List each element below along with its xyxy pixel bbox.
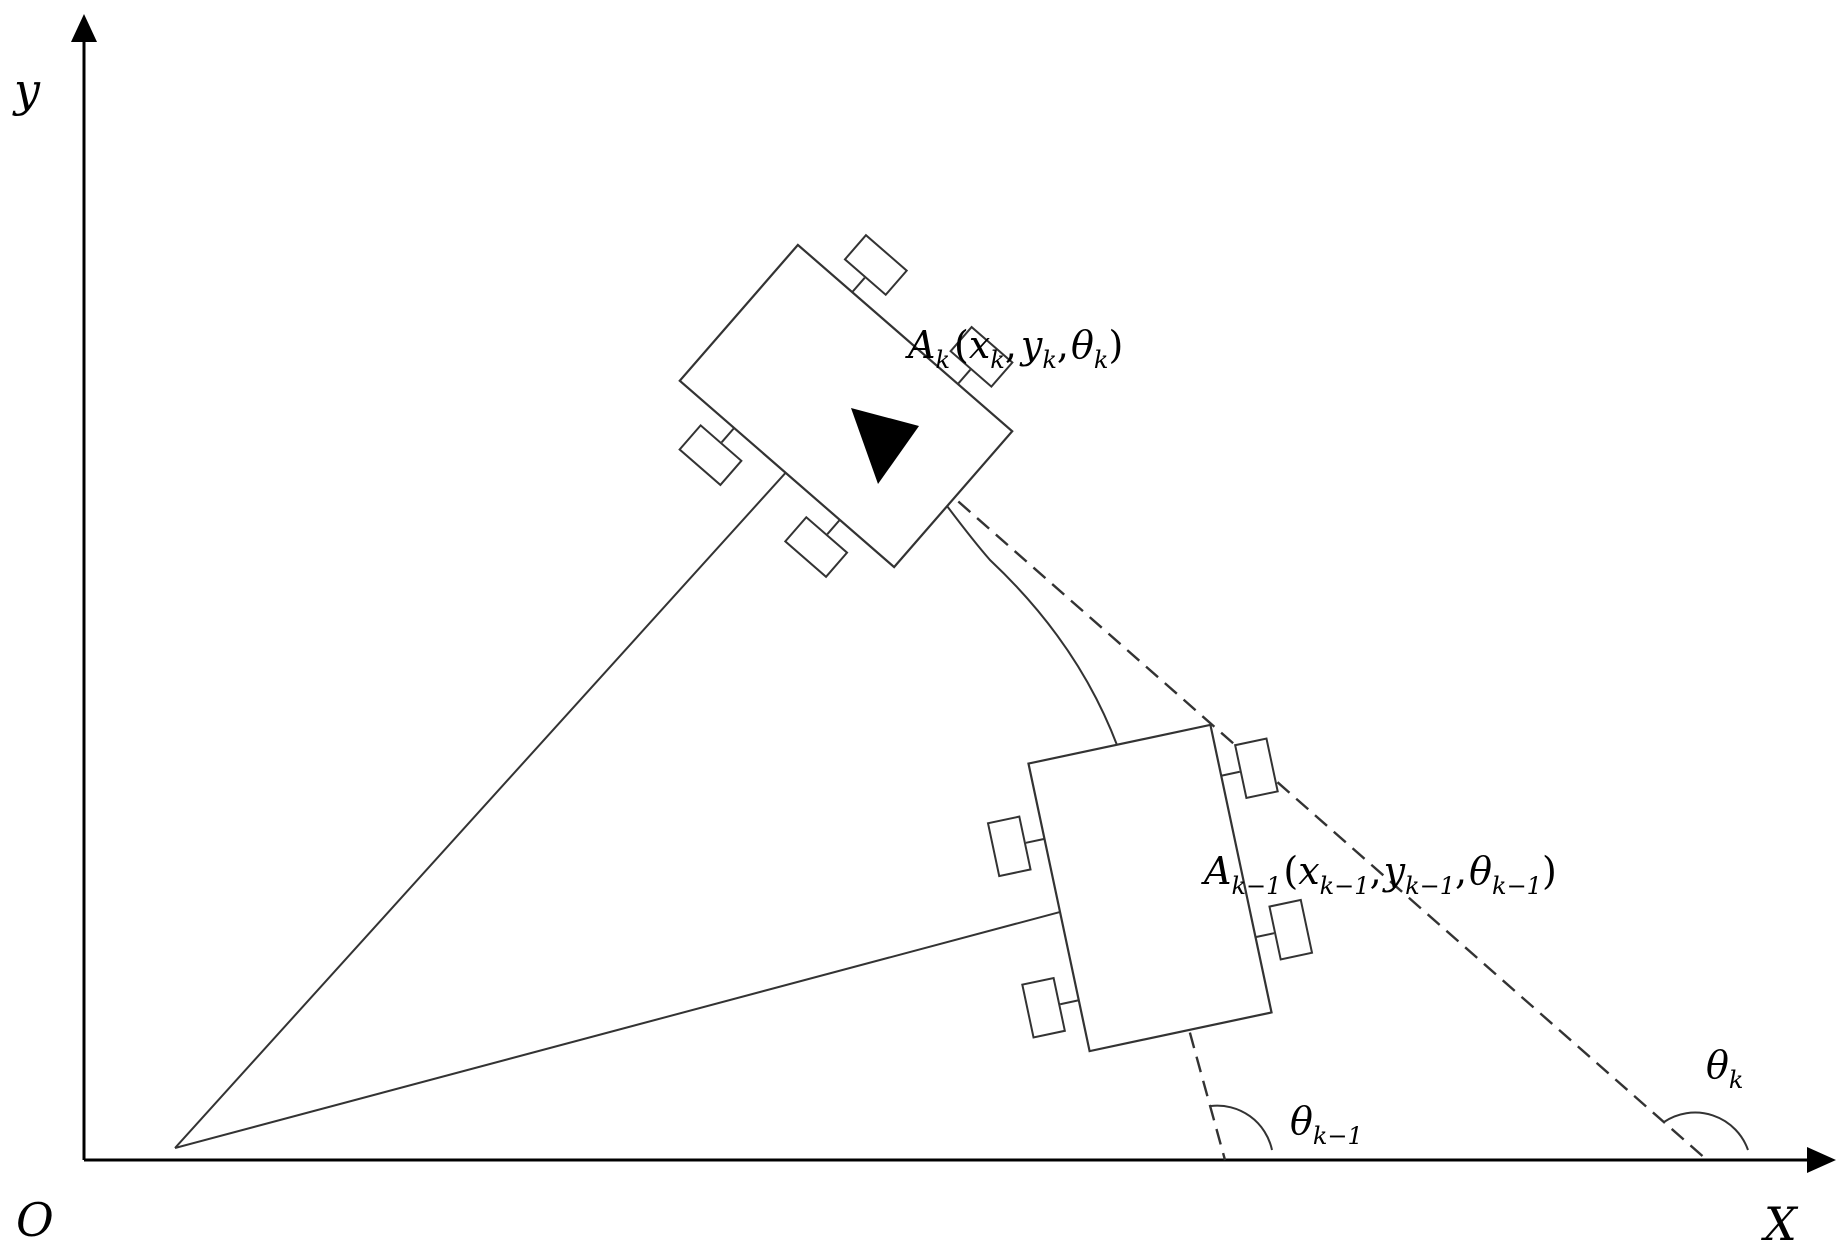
axle [1221,770,1241,777]
comma: , [1370,849,1382,893]
wheel [1021,976,1067,1039]
y-sub: k [1042,346,1057,374]
wheel [949,325,1014,389]
wheel [843,233,909,297]
theta-symbol: θ [1469,849,1492,893]
axle [1255,932,1275,939]
heading-line-previous [1148,887,1227,1161]
theta-symbol: θ [1071,323,1094,367]
axle [826,519,841,535]
x-axis-label: X [1761,1197,1799,1251]
axle [720,427,735,443]
theta-symbol: θ [1290,1099,1313,1143]
wheel [986,815,1032,878]
x-axis-arrowhead [1807,1147,1836,1173]
position-vectors [174,405,1151,1149]
vector-to-previous-pose [174,887,1151,1149]
comma: , [1057,323,1069,367]
wheel [678,423,743,487]
label-A: A [1201,849,1231,893]
x-sub: k−1 [1320,872,1370,900]
axle [957,369,972,385]
heading-line-current [901,451,1708,1161]
close-paren: ) [1108,323,1123,367]
robot-current [678,233,1014,579]
angle-arc-theta-k [1663,1111,1749,1151]
robot-previous [986,723,1314,1053]
theta-sub: k−1 [1313,1122,1363,1150]
axle [1025,837,1045,844]
y-axis-arrowhead [71,14,97,42]
wheel [1233,737,1279,800]
wheel [1268,898,1314,961]
wheel [783,515,849,579]
comma: , [1005,323,1017,367]
label-A: A [905,323,935,367]
vector-to-current-pose [174,405,847,1149]
x-symbol: x [1298,849,1319,893]
robot-previous-body [1027,723,1273,1053]
y-symbol: y [1382,849,1406,893]
close-paren: ) [1542,849,1557,893]
angle-arc-theta-k-1 [1210,1104,1273,1151]
angle-label-theta-k-1: θk−1 [1290,1099,1363,1150]
theta-symbol: θ [1706,1043,1729,1087]
origin-label: O [16,1193,54,1247]
svg-text:Ak(xk,yk,θk): Ak(xk,yk,θk) [905,323,1123,374]
current-pose-label: Ak(xk,yk,θk) [905,323,1123,374]
heading-arrow-icon [851,408,919,484]
label-A-sub: k−1 [1231,872,1281,900]
label-A-sub: k [935,346,950,374]
comma: , [1455,849,1467,893]
theta-sub: k [1729,1066,1744,1094]
y-symbol: y [1019,323,1043,367]
robot-current-body [678,243,1014,569]
open-paren: ( [954,323,969,367]
theta-sub: k−1 [1492,872,1542,900]
previous-pose-label: Ak−1(xk−1,yk−1,θk−1) [1201,849,1557,900]
coordinate-axes [71,14,1836,1173]
axle [1059,999,1079,1006]
svg-text:Ak−1(xk−1,yk−1,θk−1): Ak−1(xk−1,yk−1,θk−1) [1201,849,1557,900]
open-paren: ( [1283,849,1298,893]
y-axis-label: y [12,63,41,117]
axle [851,277,866,293]
heading-lines [901,451,1708,1161]
angle-arcs [1210,1104,1749,1151]
angle-label-theta-k: θk [1706,1043,1743,1094]
x-sub: k [990,346,1005,374]
theta-sub: k [1094,346,1109,374]
x-symbol: x [969,323,990,367]
y-sub: k−1 [1405,872,1455,900]
